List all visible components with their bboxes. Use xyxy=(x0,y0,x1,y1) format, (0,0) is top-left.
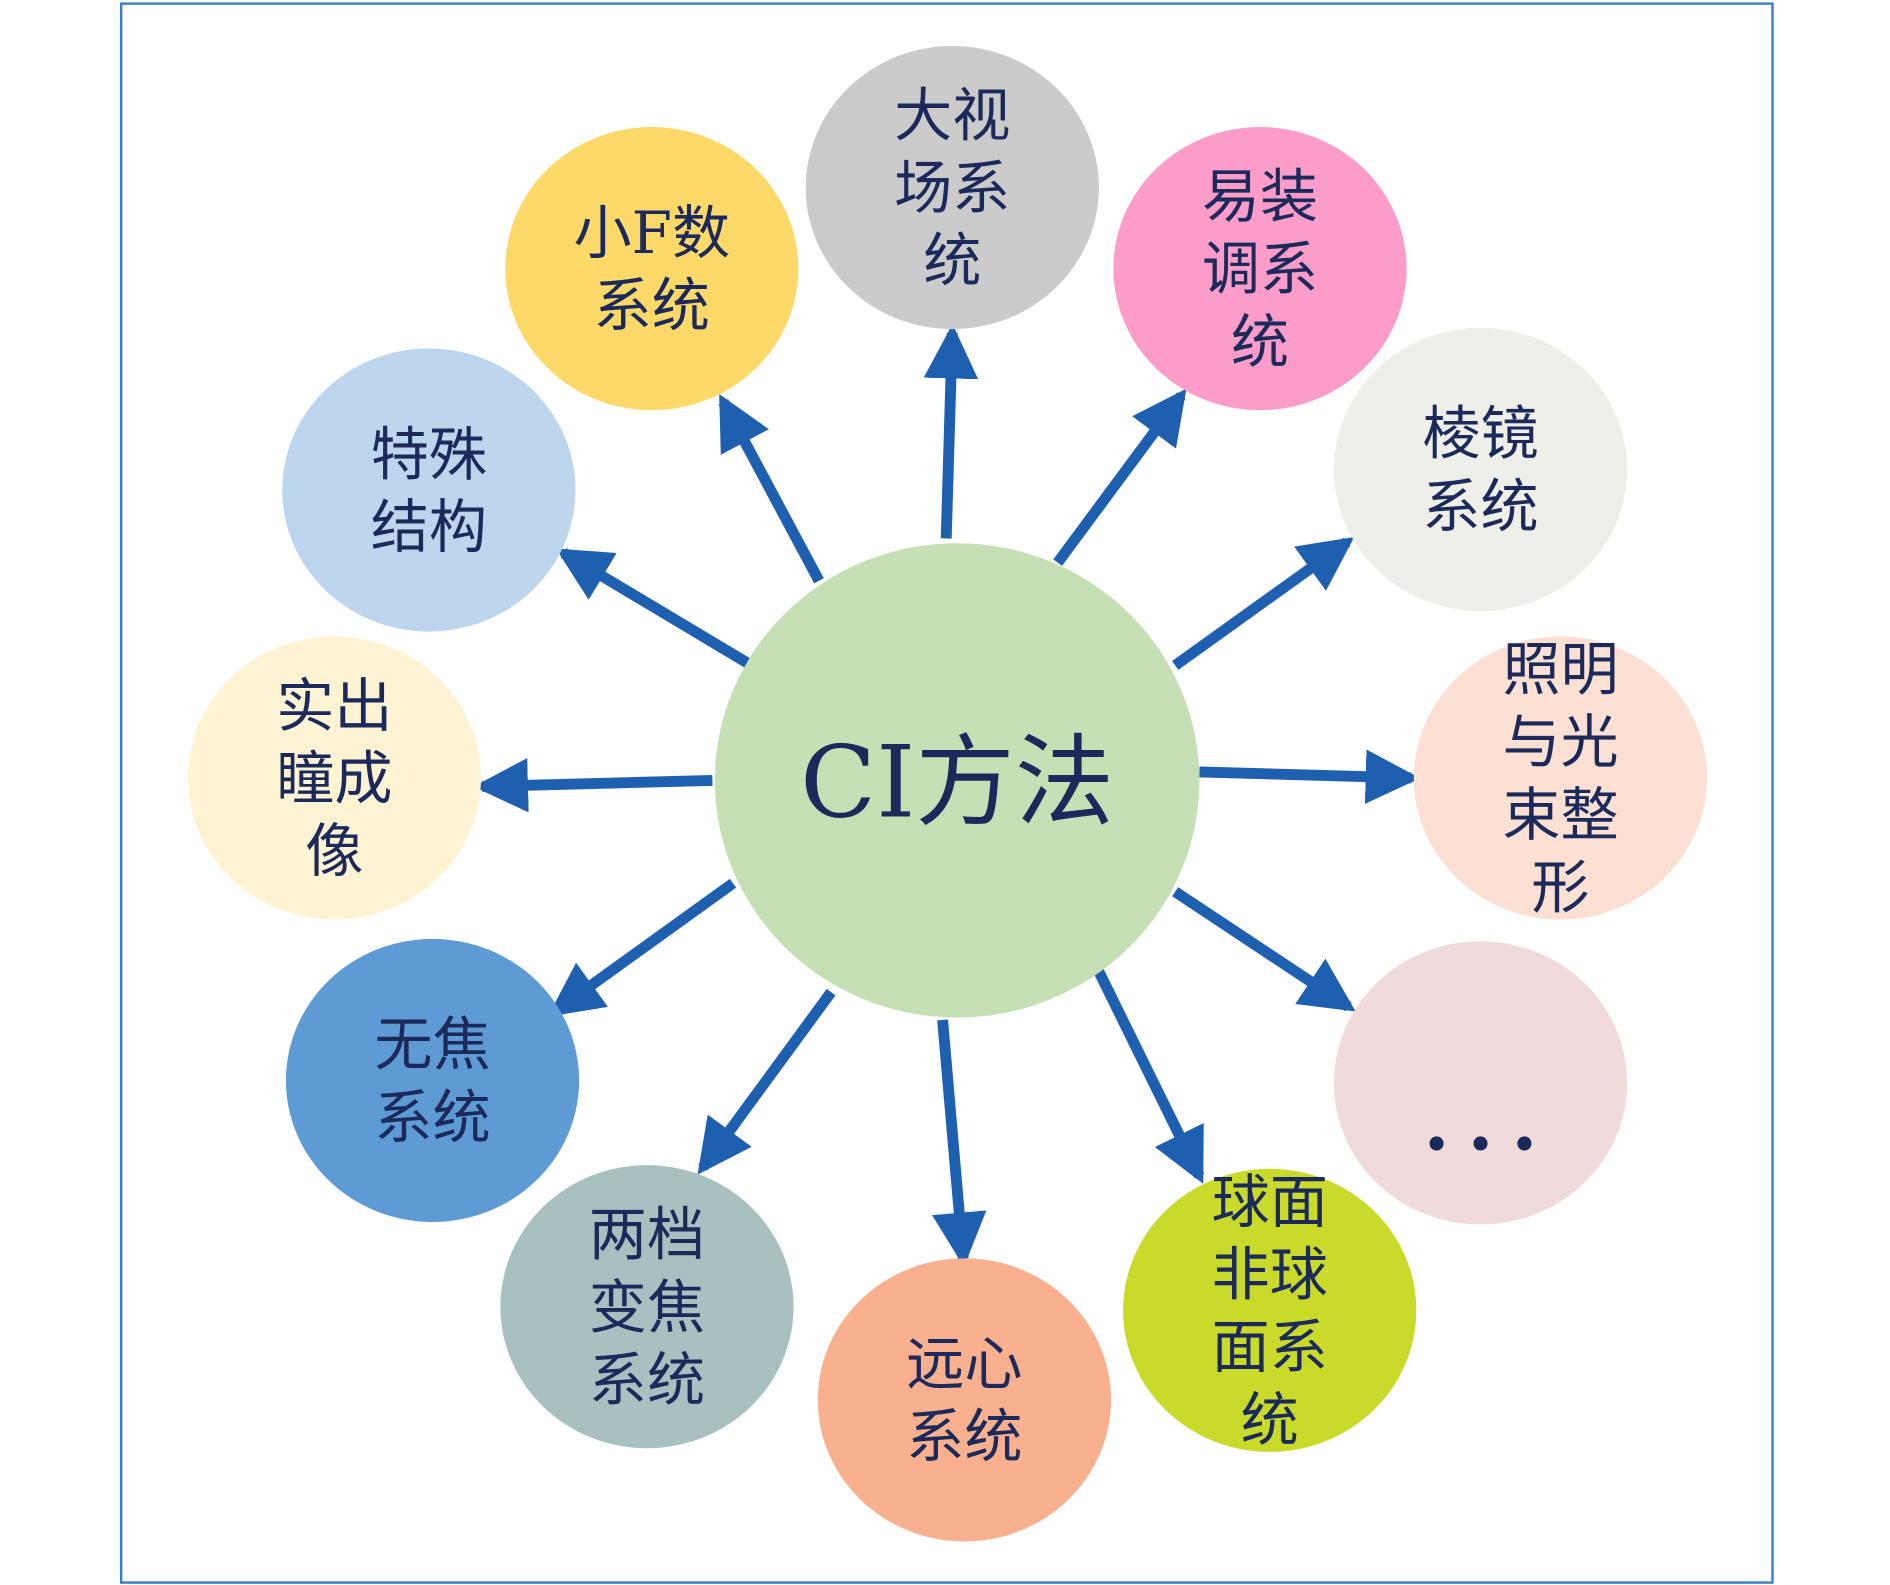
frame-border xyxy=(119,2,1774,1584)
arrow-to-afocal xyxy=(547,878,737,1017)
center-node: CI方法 xyxy=(714,543,1200,1018)
arrow-to-illumination-beam-shaping xyxy=(1199,749,1421,804)
center-circle xyxy=(714,543,1200,1018)
arrow-to-small-f-number xyxy=(718,394,824,584)
arrow-to-more xyxy=(1172,887,1356,1012)
center-label: CI方法 xyxy=(800,726,1114,841)
node-circle xyxy=(805,45,1099,330)
node-label-line: 统 xyxy=(1231,308,1289,376)
node-circle xyxy=(500,1165,794,1449)
node-circle xyxy=(285,938,580,1223)
node-circle xyxy=(187,636,481,920)
node-label-line: 调系 xyxy=(1202,235,1318,303)
node-label-line: 系统 xyxy=(594,272,710,340)
node-label-line: 变焦 xyxy=(589,1273,705,1341)
arrow-to-prism xyxy=(1172,536,1355,670)
node-label-line: 与光 xyxy=(1502,708,1618,776)
node-label-line: 特殊 xyxy=(371,420,487,488)
arrow-to-telecentric xyxy=(932,1019,987,1267)
node-label-line: 球面 xyxy=(1212,1168,1328,1236)
node-label-line: 无焦 xyxy=(374,1011,490,1079)
node-label-line: 实出 xyxy=(276,672,392,740)
node-label-line: 结构 xyxy=(371,493,487,561)
node-label-line: 两档 xyxy=(589,1201,705,1269)
arrow-to-easy-alignment xyxy=(1053,388,1187,566)
node-label-line: 统 xyxy=(923,227,981,295)
arrow-to-special-structure xyxy=(555,548,751,668)
node-label-line: 小F数 xyxy=(573,199,730,267)
node-label-line: 场系 xyxy=(894,154,1010,222)
node-circle xyxy=(282,348,576,632)
node-label-line: 束整 xyxy=(1502,781,1618,849)
node-label-line: 系统 xyxy=(1422,472,1538,540)
node-label-line: 形 xyxy=(1531,853,1589,921)
node-label-line: 非球 xyxy=(1212,1241,1328,1309)
node-circle xyxy=(1413,636,1708,920)
node-label-line: 照明 xyxy=(1502,636,1618,704)
node-label-line: 大视 xyxy=(894,82,1010,150)
node-label-line: 瞳成 xyxy=(276,745,392,813)
node-label-line: 系统 xyxy=(589,1346,705,1414)
node-label-line: 易装 xyxy=(1202,163,1318,231)
node-label-line: 像 xyxy=(305,817,363,885)
node-label-line: 统 xyxy=(1241,1386,1299,1454)
node-label-line: 系统 xyxy=(374,1083,490,1151)
arrow-to-wide-field xyxy=(923,324,979,539)
node-label-line: • • • xyxy=(1422,1118,1539,1174)
node-more: • • • xyxy=(1333,941,1628,1225)
node-circle xyxy=(1333,941,1628,1225)
node-circle xyxy=(817,1258,1111,1542)
arrow-to-spherical-aspherical xyxy=(1093,969,1205,1184)
node-label-line: 面系 xyxy=(1212,1313,1328,1381)
node-circle xyxy=(1113,127,1407,411)
node-label-line: 棱镜 xyxy=(1422,400,1538,468)
node-label-line: 远心 xyxy=(906,1330,1022,1398)
node-circle xyxy=(505,127,799,411)
arrow-to-two-step-zoom xyxy=(697,988,836,1175)
node-circle xyxy=(1333,327,1628,612)
node-label-line: 系统 xyxy=(906,1403,1022,1471)
node-circle xyxy=(1123,1168,1417,1452)
arrow-to-real-exit-pupil xyxy=(473,758,713,813)
